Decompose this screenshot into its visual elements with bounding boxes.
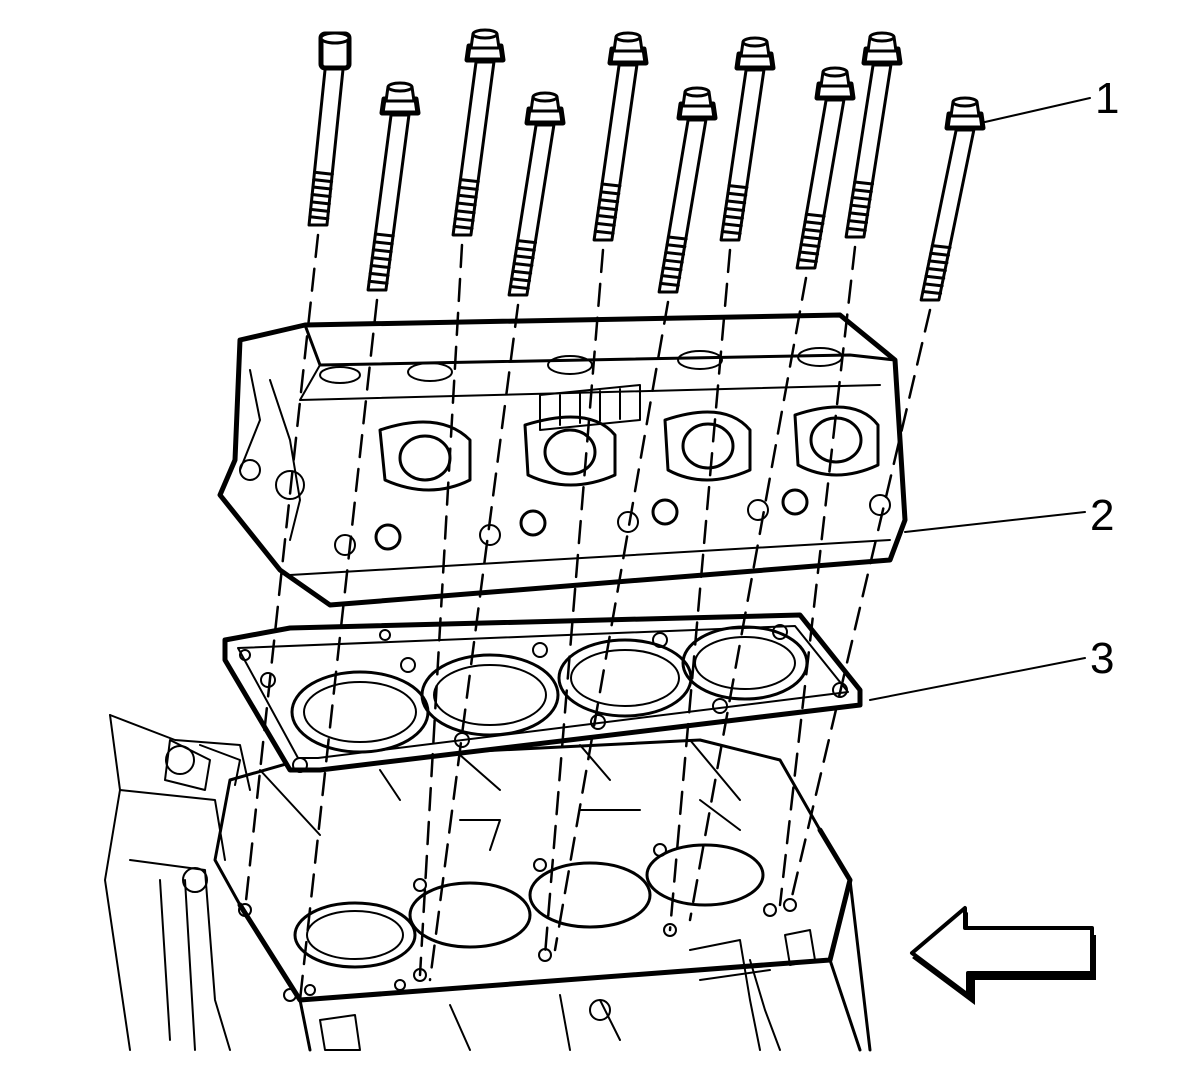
bolt-1 <box>243 31 352 912</box>
bolt-shank <box>307 58 346 227</box>
bolt-6 <box>553 86 718 952</box>
bolt-4 <box>428 91 566 982</box>
bolt-5 <box>543 31 649 957</box>
bolt-shank <box>507 123 556 297</box>
callout-2: 2 <box>1090 491 1114 540</box>
bolt-7 <box>668 36 776 932</box>
callout-leaders <box>869 97 1091 701</box>
alignment-line <box>243 233 320 912</box>
alignment-line <box>428 303 520 982</box>
bolt-10 <box>788 96 986 907</box>
bolt-shank <box>366 113 411 292</box>
bolt-9 <box>778 31 903 907</box>
cylinder-head <box>217 312 908 608</box>
head-gasket <box>222 612 863 773</box>
head-bolts <box>243 28 986 1002</box>
callout-1: 1 <box>1095 74 1119 123</box>
alignment-line <box>553 300 670 952</box>
callout-3: 3 <box>1090 634 1114 683</box>
bolt-3 <box>418 28 506 977</box>
alignment-line <box>778 245 857 907</box>
bolt-shank <box>451 60 496 237</box>
engine-block <box>104 714 872 1052</box>
bolt-shank <box>657 118 708 294</box>
alignment-line <box>788 308 932 907</box>
alignment-line <box>298 298 379 1002</box>
bolt-8 <box>688 66 856 922</box>
bolt-2 <box>298 81 421 1002</box>
front-direction-arrow-icon <box>910 906 1096 1005</box>
bolt-shank <box>919 128 976 302</box>
alignment-line <box>418 243 464 977</box>
bolt-shank <box>795 98 846 270</box>
alignment-line <box>668 248 732 932</box>
alignment-line <box>688 276 808 922</box>
bolt-shank <box>592 63 639 242</box>
bolt-shank <box>719 68 766 242</box>
alignment-line <box>543 248 605 957</box>
